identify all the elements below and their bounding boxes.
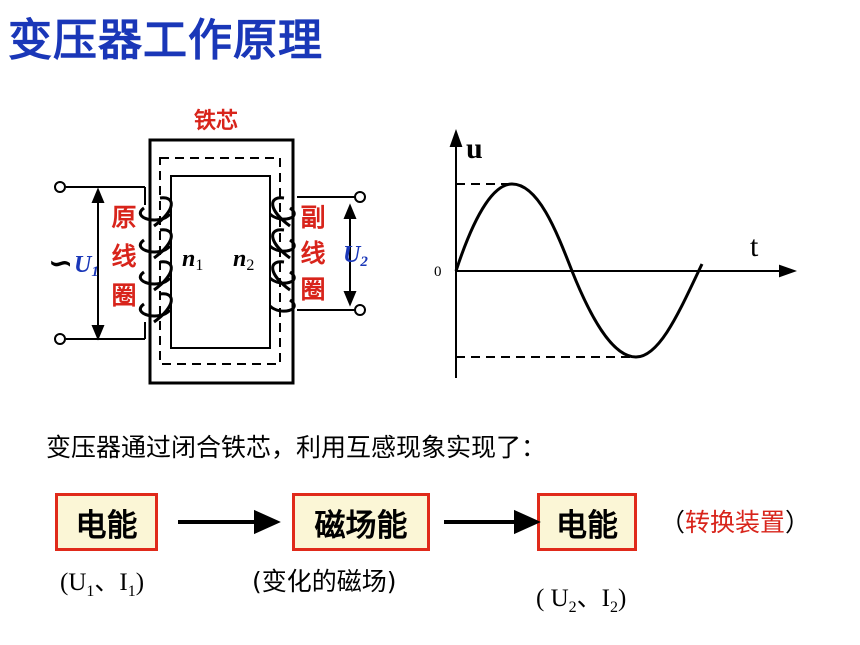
- magnetic-energy-label: 磁场能: [314, 507, 408, 544]
- primary-label-2: 线: [111, 242, 136, 271]
- n1-label-main: n: [182, 246, 195, 272]
- core-label: 铁芯: [194, 108, 238, 134]
- electric-energy-box-output: 电能: [537, 493, 637, 551]
- n1-label-sub: 1: [195, 257, 203, 274]
- waveform-axes: [449, 129, 797, 378]
- changing-field-label: (变化的磁场): [252, 567, 397, 596]
- secondary-coil: [268, 196, 296, 313]
- note-paren-close: ）: [785, 508, 811, 537]
- u1-label-sub: 1: [91, 264, 99, 280]
- u1-label: U1: [74, 252, 99, 280]
- input-quantities-label: (U1、I1): [60, 562, 144, 601]
- sub1-b-sub: 1: [127, 583, 136, 600]
- ac-source-symbol: ∽: [48, 246, 73, 281]
- u2-label-sub: 2: [359, 254, 368, 270]
- secondary-label-2: 线: [300, 239, 325, 268]
- core-inner-frame: [170, 175, 271, 349]
- sub3-b: 、I: [576, 585, 610, 612]
- magnetic-energy-box: 磁场能: [292, 493, 430, 551]
- sub3-a-sub: 2: [568, 599, 577, 616]
- y-axis-label: u: [466, 132, 483, 165]
- primary-leads: [66, 186, 146, 340]
- secondary-leads: [297, 196, 355, 311]
- u2-voltage-arrow: [343, 203, 357, 307]
- sine-wave-curve: [454, 182, 704, 359]
- primary-label-3: 圈: [111, 281, 136, 310]
- sub3-b-sub: 2: [609, 599, 618, 616]
- electric-energy-label-input: 电能: [75, 507, 138, 544]
- primary-label-1: 原: [111, 203, 136, 232]
- u1-voltage-arrow: [91, 187, 105, 341]
- n2-label-main: n: [233, 246, 246, 272]
- sub3-c: ): [617, 585, 627, 612]
- page-title: 变压器工作原理: [8, 15, 323, 66]
- output-quantities-label: ( U2、I2): [536, 578, 626, 617]
- u2-label: U2: [343, 242, 368, 270]
- electric-energy-label-output: 电能: [556, 507, 618, 544]
- electric-energy-box-input: 电能: [55, 493, 158, 551]
- sub1-a-sub: 1: [86, 583, 95, 600]
- n2-label: n2: [233, 246, 254, 274]
- note-paren-open: （: [660, 508, 686, 537]
- origin-label: 0: [434, 264, 442, 280]
- secondary-terminal-bottom: [354, 304, 366, 316]
- secondary-label-3: 圈: [300, 275, 325, 304]
- explanation-sentence: 变压器通过闭合铁芯，利用互感现象实现了：: [46, 433, 547, 462]
- n2-label-sub: 2: [246, 257, 254, 274]
- flux-path-dashed: [159, 157, 281, 365]
- note-text: 转换装置: [685, 508, 786, 537]
- converter-note: （转换装置）: [660, 503, 810, 539]
- secondary-label-1: 副: [300, 203, 325, 232]
- secondary-terminal-top: [354, 191, 366, 203]
- u1-label-main: U: [74, 252, 93, 278]
- sub1-b: 、I: [94, 569, 128, 596]
- primary-terminal-bottom: [54, 333, 66, 345]
- sub3-a: ( U: [536, 585, 569, 612]
- u2-label-main: U: [343, 242, 362, 268]
- sub1-c: ): [135, 569, 145, 596]
- primary-coil: [139, 196, 173, 324]
- core-outer-frame: [148, 138, 295, 385]
- n1-label: n1: [182, 246, 203, 274]
- primary-terminal-top: [54, 181, 66, 193]
- x-axis-label: t: [750, 230, 759, 263]
- sub1-a: (U: [60, 569, 87, 596]
